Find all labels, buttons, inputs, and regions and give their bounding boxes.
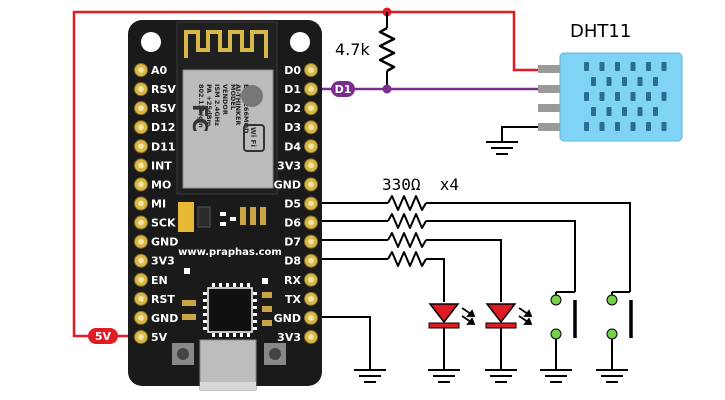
pin-label-left: GND [151, 236, 178, 249]
board-website: www.praphas.com [178, 247, 282, 258]
pin-left-12 [134, 291, 148, 306]
pin-right-12 [304, 291, 318, 306]
pin-right-1 [304, 82, 318, 97]
led-wiring [320, 195, 631, 370]
pin-label-left: D12 [151, 121, 175, 134]
pin-right-2 [304, 101, 318, 116]
pin-left-7 [134, 196, 148, 211]
pin-right-13 [304, 310, 318, 325]
resistor-pullup [378, 26, 396, 73]
pin-label-right: D7 [284, 236, 301, 249]
pin-left-13 [134, 310, 148, 325]
pin-label-left: RSV [151, 102, 176, 115]
power-5v-tag: 5V [88, 328, 118, 344]
pin-left-11 [134, 272, 148, 287]
pin-label-left: GND [151, 312, 178, 325]
pin-left-10 [134, 253, 148, 268]
module-line-pa: PA +25dBm [205, 84, 213, 127]
pin-right-10 [304, 253, 318, 268]
module-line-ism: ISM 2.4GHz [213, 84, 221, 126]
antenna-trace [184, 30, 268, 58]
ground-symbol-icon [486, 141, 518, 155]
pin-right-9 [304, 234, 318, 249]
svg-text:D1: D1 [335, 83, 352, 96]
d1-tag: D1 [331, 81, 355, 97]
pin-label-right: GND [274, 178, 301, 191]
pin-label-left: D11 [151, 140, 175, 153]
pin-label-right: D1 [284, 83, 301, 96]
pin-right-5 [304, 158, 318, 173]
pin-right-3 [304, 120, 318, 135]
pin-right-6 [304, 177, 318, 192]
wifi-mark: Wi Fi [249, 127, 257, 147]
pin-label-left: MI [151, 197, 166, 210]
pin-label-left: RSV [151, 83, 176, 96]
pin-left-8 [134, 215, 148, 230]
fcc-mark: FC [188, 104, 212, 132]
pin-left-3 [134, 120, 148, 135]
pin-left-2 [134, 101, 148, 116]
wire-5v [72, 10, 545, 338]
push-button-icon [606, 291, 633, 340]
pin-left-14 [134, 329, 148, 344]
led-resistor-label: 330Ω x4 [382, 175, 459, 194]
pin-label-right: D5 [284, 197, 301, 210]
pin-right-11 [304, 272, 318, 287]
pin-left-5 [134, 158, 148, 173]
pin-label-right: D6 [284, 217, 301, 230]
pin-label-right: TX [285, 293, 302, 306]
pin-label-left: INT [151, 159, 172, 172]
svg-text:5V: 5V [95, 330, 112, 343]
pin-right-14 [304, 329, 318, 344]
pin-label-left: 3V3 [151, 255, 175, 268]
pin-label-right: 3V3 [277, 159, 301, 172]
pin-right-0 [304, 63, 318, 77]
pin-label-right: RX [284, 274, 301, 287]
pullup-resistor-label: 4.7k [335, 40, 370, 59]
pin-label-left: 5V [151, 331, 168, 344]
pin-label-left: RST [151, 293, 175, 306]
wire-dht-gnd [501, 126, 545, 142]
module-line-vendor: VENDOR [221, 84, 229, 115]
pin-label-right: D8 [284, 255, 301, 268]
pin-right-4 [304, 139, 318, 154]
pin-label-right: D3 [284, 121, 301, 134]
module-line-aithinker: AI-THINKER [234, 84, 242, 125]
module-line-model: MODEL [229, 84, 237, 110]
pin-label-right: 3V3 [277, 331, 301, 344]
pin-label-right: GND [274, 312, 301, 325]
module-line-esp8266: ESP8266MOD [242, 84, 250, 134]
wifi-logo-icon [243, 124, 265, 152]
led-icon [485, 303, 533, 329]
pin-label-left: EN [151, 274, 168, 287]
pin-label-right: D0 [284, 64, 301, 77]
shield-logo-icon [241, 85, 263, 107]
pin-right-7 [304, 196, 318, 211]
pin-left-4 [134, 139, 148, 154]
pin-label-right: D2 [284, 102, 301, 115]
led-icon [428, 303, 476, 329]
nodemcu-board: MODEL VENDOR ISM 2.4GHz PA +25dBm 802.11… [128, 20, 322, 391]
junction-d1 [382, 84, 392, 94]
ground-symbols-bottom [354, 369, 628, 383]
sensor-label: DHT11 [570, 21, 631, 42]
pin-left-6 [134, 177, 148, 192]
pin-left-0 [134, 63, 148, 77]
pin-label-left: A0 [151, 64, 168, 77]
pin-label-left: MO [151, 178, 171, 191]
pin-label-left: SCK [151, 217, 176, 230]
push-button-icon [550, 291, 577, 340]
pin-left-1 [134, 82, 148, 97]
pin-label-right: D4 [284, 140, 301, 153]
pin-left-9 [134, 234, 148, 249]
module-line-80211: 802.11b/g/n [197, 84, 205, 128]
pin-right-8 [304, 215, 318, 230]
dht11-sensor [538, 52, 683, 142]
